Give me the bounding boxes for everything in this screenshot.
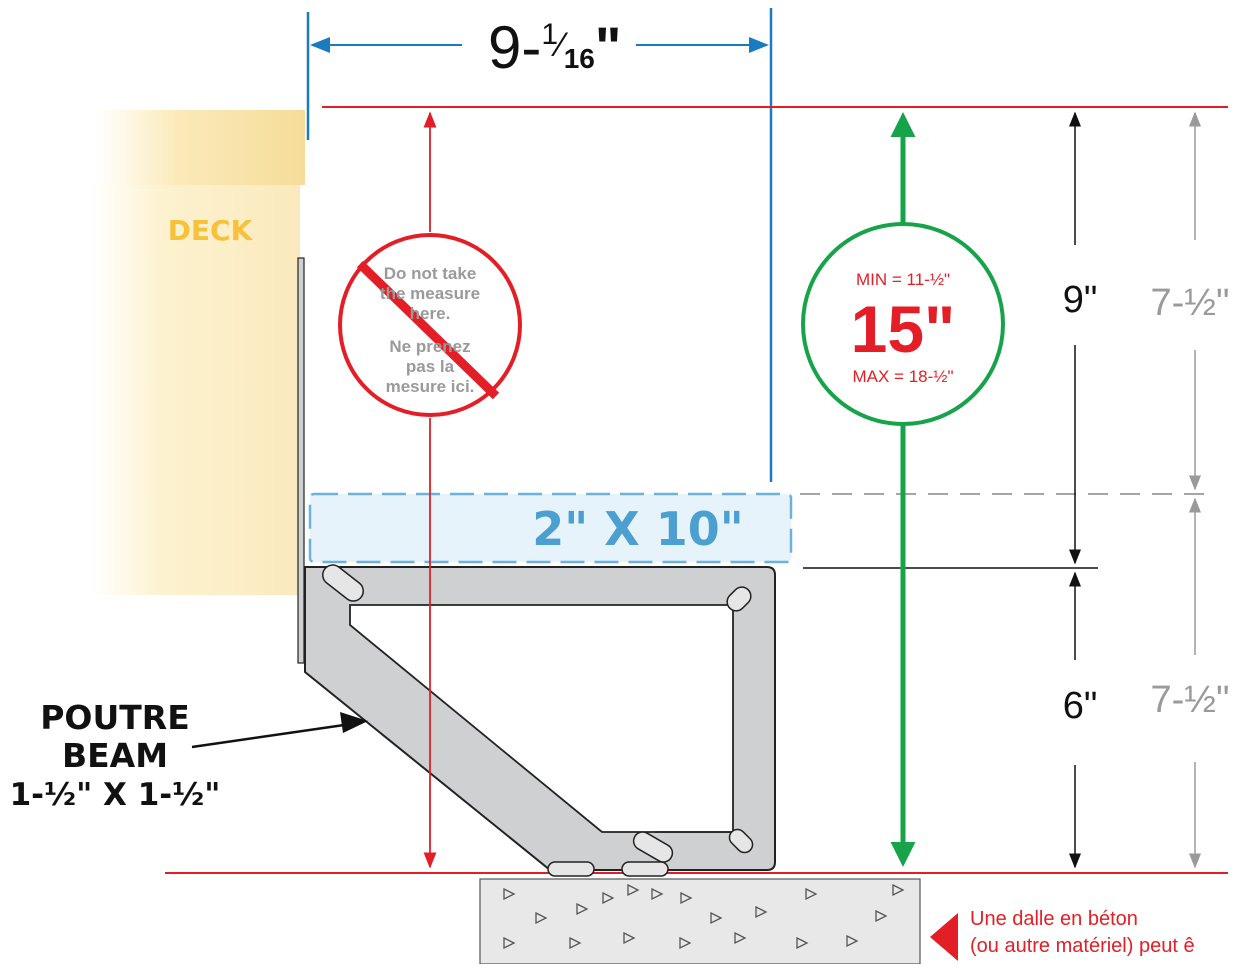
right-black-dimensions: 9" 6" (1063, 111, 1098, 869)
top-dimension-value: 9-1⁄16" (488, 14, 621, 81)
measure-min: MIN = 11-½" (856, 270, 950, 289)
weld-bottom-right (728, 828, 754, 854)
deck-label: DECK (168, 214, 254, 247)
measure-value: 15" (851, 292, 956, 366)
warning-line-6: mesure ici. (386, 377, 475, 396)
beam-label-line-2: BEAM (62, 736, 168, 775)
warning-line-5: pas la (406, 357, 455, 376)
warning-line-2: the measure (380, 284, 480, 303)
warning-line-1: Do not take (384, 264, 477, 283)
slab-note: Une dalle en béton (ou autre matériel) p… (930, 908, 1195, 961)
warning-line-4: Ne prenez (389, 337, 470, 356)
slab-note-pointer (930, 913, 958, 961)
slab-block (479, 878, 921, 965)
weld-bottom-middle (632, 831, 674, 863)
deck-board (95, 110, 305, 185)
lower-dim-black: 6" (1063, 685, 1098, 727)
beam-label-line-1: POUTRE (40, 698, 190, 737)
weld-foot-left (547, 861, 595, 877)
beam-label-line-3: 1-½" X 1-½" (10, 777, 221, 813)
weld-top-right (726, 586, 752, 612)
upper-dim-gray: 7-½" (1151, 282, 1230, 324)
board-label: 2" X 10" (532, 502, 743, 556)
slab-aggregate (503, 883, 905, 950)
board: 2" X 10" (308, 492, 793, 564)
beam-label: POUTRE BEAM 1-½" X 1-½" (10, 698, 368, 813)
weld-foot-right (621, 861, 669, 877)
measure-circle (801, 222, 1005, 426)
prohibition-slash (356, 260, 500, 400)
beam-pointer-line (191, 721, 359, 749)
measure-max: MAX = 18-½" (853, 367, 954, 386)
ledger-plate (297, 257, 305, 664)
upper-dim-black: 9" (1063, 279, 1098, 321)
warning-line-3: here. (410, 304, 451, 323)
deck: DECK (90, 110, 305, 595)
steel-bracket (304, 564, 776, 877)
concrete-slab (479, 878, 921, 965)
right-gray-dimensions: 7-½" 7-½" (1151, 111, 1230, 869)
beam-pointer-arrowhead (340, 712, 368, 733)
slab-note-line-2: (ou autre matériel) peut ê (970, 935, 1195, 957)
deck-joist (90, 185, 300, 595)
do-not-measure-sign: Do not take the measure here. Ne prenez … (338, 233, 522, 417)
slab-note-line-1: Une dalle en béton (970, 908, 1138, 930)
top-dimension: 9-1⁄16" (306, 8, 773, 482)
lower-dim-gray: 7-½" (1151, 679, 1230, 721)
weld-top-left (322, 564, 364, 602)
correct-measure: MIN = 11-½" 15" MAX = 18-½" (801, 112, 1005, 867)
